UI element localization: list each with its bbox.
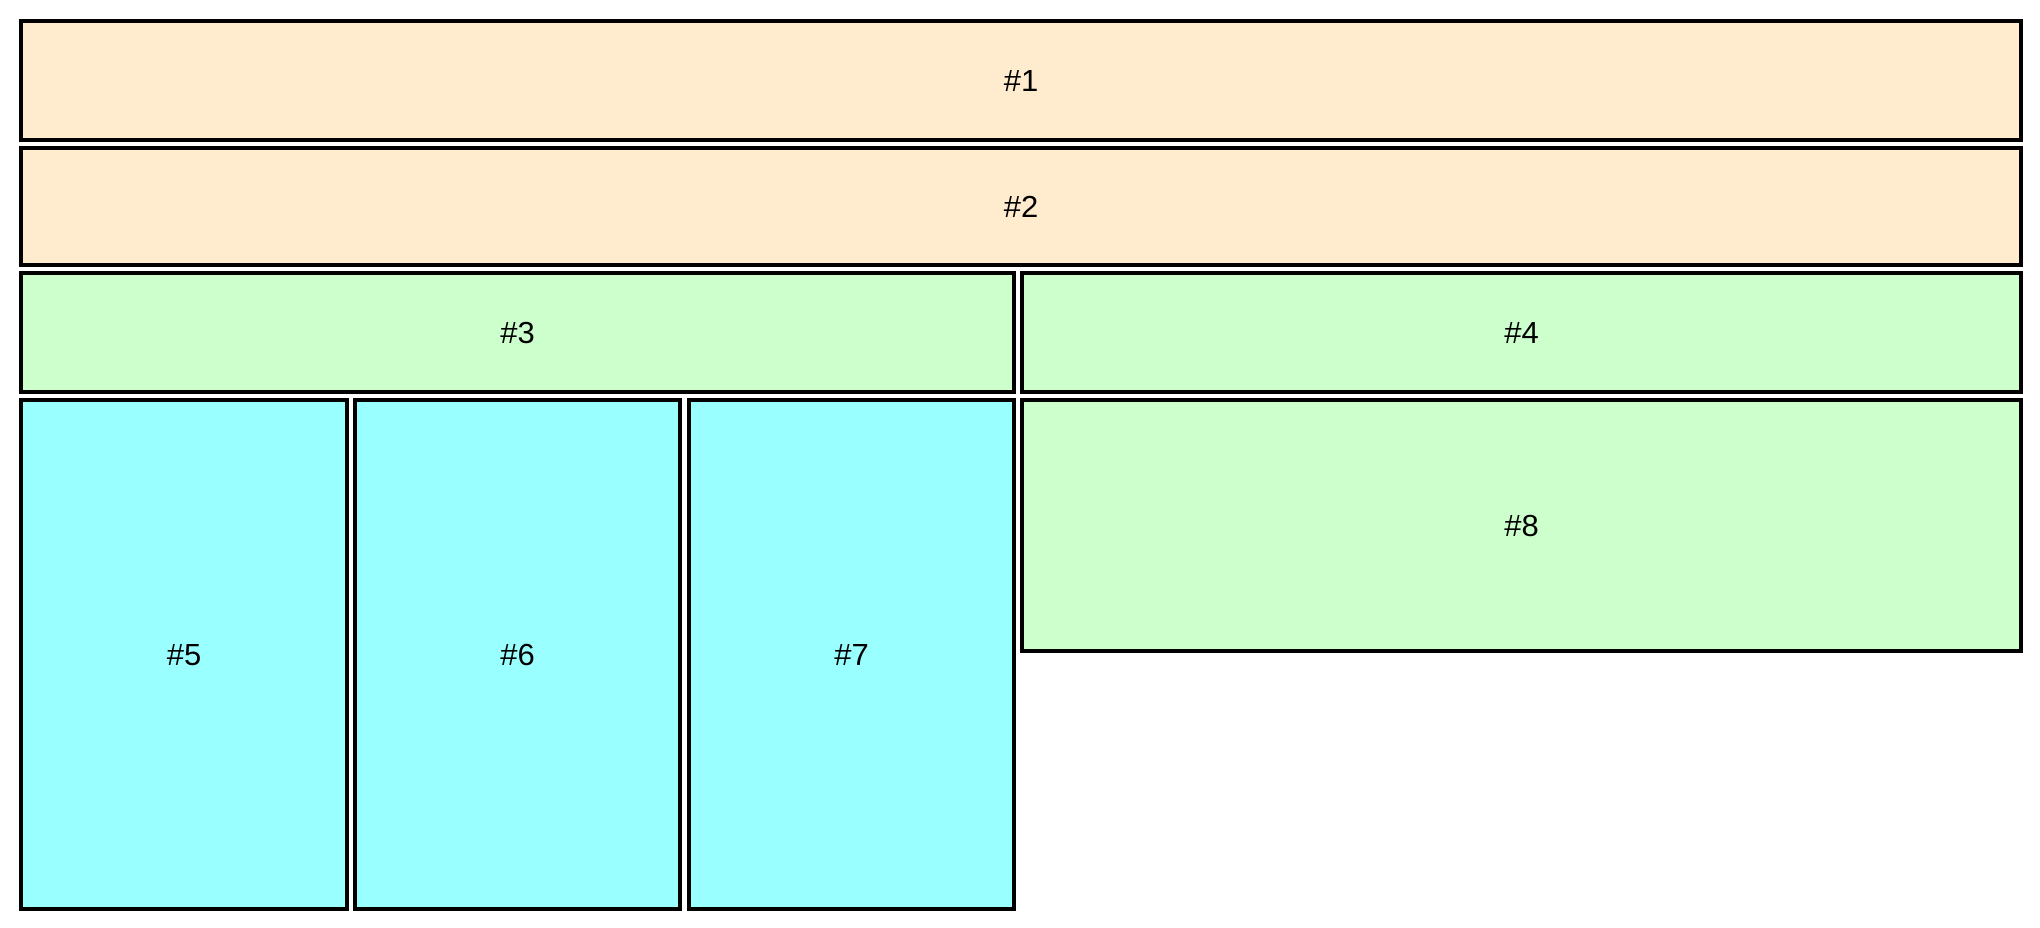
grid-item-8-label: #8 — [1504, 508, 1539, 543]
grid-item-3: #3 — [19, 271, 1016, 394]
grid-item-7: #7 — [687, 398, 1016, 911]
grid-item-6-label: #6 — [500, 637, 535, 672]
grid-item-8: #8 — [1020, 398, 2023, 653]
grid-item-4-label: #4 — [1504, 315, 1539, 350]
grid-item-1: #1 — [19, 19, 2023, 142]
grid-item-2-label: #2 — [1003, 189, 1039, 224]
grid-item-5: #5 — [19, 398, 349, 911]
grid-item-5-label: #5 — [166, 637, 202, 672]
grid-item-4: #4 — [1020, 271, 2023, 394]
grid-item-1-label: #1 — [1003, 63, 1039, 98]
grid-item-2: #2 — [19, 146, 2023, 267]
grid-item-3-label: #3 — [500, 315, 535, 350]
grid-item-7-label: #7 — [834, 637, 869, 672]
grid-item-6: #6 — [353, 398, 682, 911]
